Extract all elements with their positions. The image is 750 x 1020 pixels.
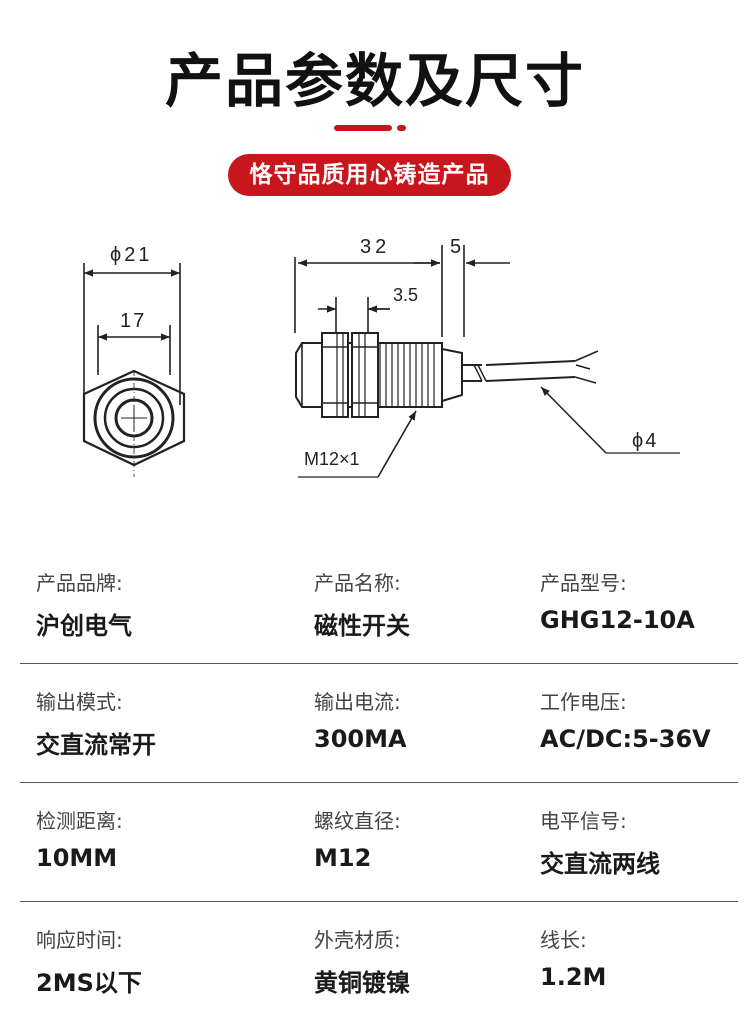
spec-cell-thread-diameter: 螺纹直径: M12 [314,805,401,872]
spec-label: 响应时间: [36,928,123,952]
spec-label: 电平信号: [540,809,627,833]
spec-value: AC/DC:5-36V [540,725,711,753]
spec-cell-brand: 产品品牌: 沪创电气 [36,567,132,641]
spec-cell-product-name: 产品名称: 磁性开关 [314,567,410,641]
title-accent-dot [397,125,406,131]
spec-row: 输出模式: 交直流常开 输出电流: 300MA 工作电压: AC/DC:5-36… [20,664,738,783]
spec-value: 黄铜镀镍 [314,969,410,997]
thread-lines [379,343,435,407]
spec-value: M12 [314,844,372,872]
spec-label: 工作电压: [540,690,627,714]
front-inner-dim-label: 17 [120,310,146,332]
spec-label: 产品型号: [540,571,627,595]
slogan-badge: 恪守品质用心铸造产品 [228,154,511,196]
tail-dim-label: 5 [450,236,461,258]
spec-row: 检测距离: 10MM 螺纹直径: M12 电平信号: 交直流两线 [20,783,738,902]
spec-cell-response-time: 响应时间: 2MS以下 [36,924,142,998]
side-view [294,245,680,478]
spec-cell-model: 产品型号: GHG12-10A [540,567,695,634]
spec-label: 检测距离: [36,809,123,833]
spec-value: 交直流两线 [540,850,660,878]
page-title: 产品参数及尺寸 [164,47,585,115]
spec-table: 产品品牌: 沪创电气 产品名称: 磁性开关 产品型号: GHG12-10A 输出… [20,545,738,1020]
title-accent-bar [334,125,392,131]
spec-cell-housing-material: 外壳材质: 黄铜镀镍 [314,924,410,998]
spec-value: 300MA [314,725,407,753]
cable-dim-label: ϕ4 [632,430,658,452]
spec-label: 产品品牌: [36,571,123,595]
spec-cell-signal: 电平信号: 交直流两线 [540,805,660,879]
spec-cell-detect-distance: 检测距离: 10MM [36,805,123,872]
spec-cell-voltage: 工作电压: AC/DC:5-36V [540,686,711,753]
spec-label: 外壳材质: [314,928,401,952]
spec-label: 产品名称: [314,571,401,595]
spec-value: GHG12-10A [540,606,695,634]
spec-cell-cable-length: 线长: 1.2M [540,924,606,991]
spec-cell-output-current: 输出电流: 300MA [314,686,407,753]
spec-value: 磁性开关 [314,612,410,640]
front-outer-dim-label: ϕ21 [110,244,152,266]
thread-dim-label: M12×1 [304,449,360,469]
spec-row: 产品品牌: 沪创电气 产品名称: 磁性开关 产品型号: GHG12-10A [20,545,738,664]
dimension-drawing: ϕ21 17 32 5 3.5 M12×1 ϕ4 [82,236,680,478]
spec-row: 响应时间: 2MS以下 外壳材质: 黄铜镀镍 线长: 1.2M [20,902,738,1020]
spec-cell-output-mode: 输出模式: 交直流常开 [36,686,156,760]
front-view [82,263,186,477]
length-dim-label: 32 [360,236,390,258]
spec-value: 沪创电气 [36,612,132,640]
spec-value: 交直流常开 [36,731,156,759]
nut-dim-label: 3.5 [393,285,418,305]
spec-value: 1.2M [540,963,607,991]
spec-label: 线长: [540,928,587,952]
spec-label: 输出模式: [36,690,123,714]
spec-value: 2MS以下 [36,969,142,997]
spec-label: 输出电流: [314,690,401,714]
spec-label: 螺纹直径: [314,809,401,833]
spec-value: 10MM [36,844,118,872]
